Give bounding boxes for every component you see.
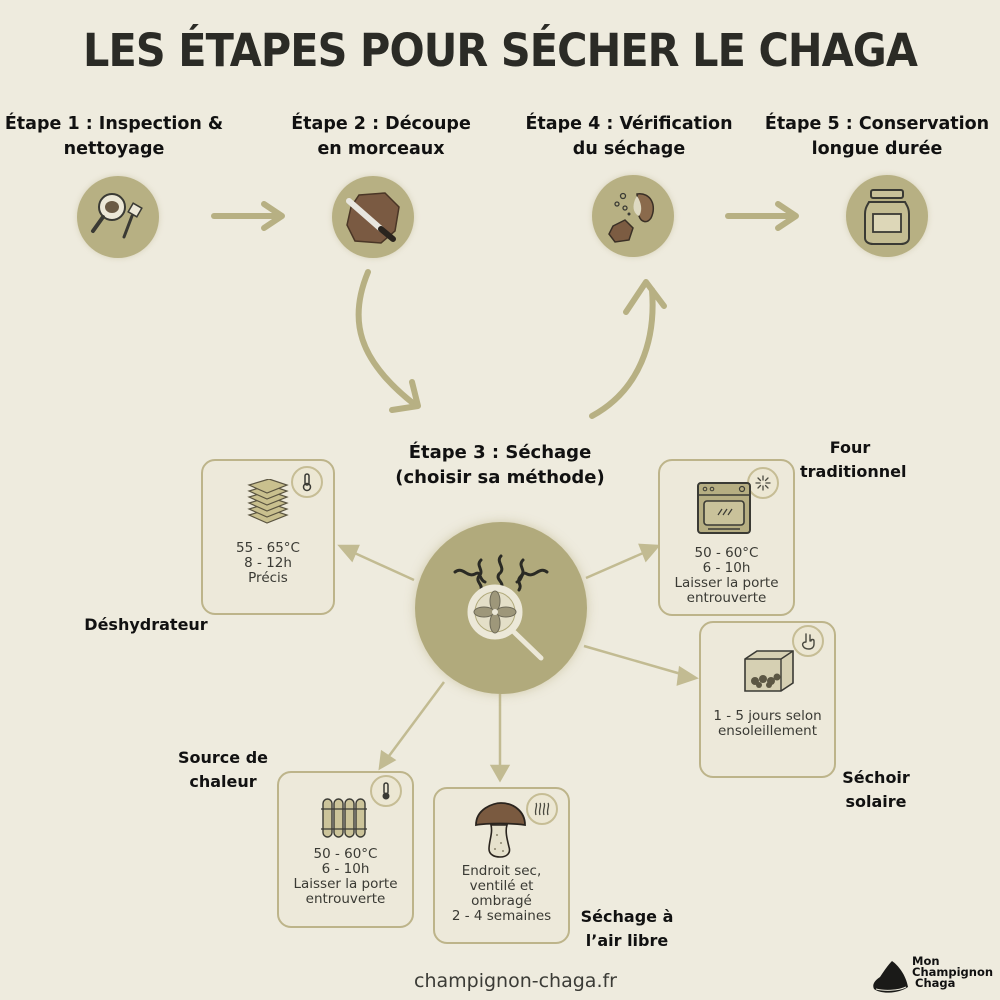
air-flow-icon [526,793,558,825]
step-3-line2: (choisir sa méthode) [395,467,605,488]
radiator-icon [321,798,367,838]
step-4-icon-circle [592,175,674,257]
air-libre-note-2: ventilé et [469,878,534,894]
four-duration: 6 - 10h [702,560,751,576]
hand-icon [792,625,824,657]
fan-icon [747,467,779,499]
air-libre-name-1: Séchage à [580,907,674,926]
four-name-1: Four [829,438,871,457]
oven-icon [697,482,751,534]
air-libre-note-1: Endroit sec, [461,863,542,879]
step-5-icon-circle [846,175,928,257]
method-card-deshydrateur: 55 - 65°C 8 - 12h Précis [201,459,335,615]
deshydrateur-temp: 55 - 65°C [236,540,300,556]
chaleur-temp: 50 - 60°C [313,846,378,862]
method-label-deshydrateur: Déshydrateur [84,615,208,634]
deshydrateur-details: 55 - 65°C 8 - 12h Précis [203,541,333,586]
step-2-line2: en morceaux [317,139,445,159]
solaire-name-2: solaire [845,792,907,811]
step-4-line2: du séchage [572,139,686,159]
four-name-2: traditionnel [800,462,907,481]
thermometer-icon [291,466,323,498]
chaleur-note-2: entrouverte [305,891,386,907]
step-4-line1: Étape 4 : Vérification [525,114,733,134]
step-1-line2: nettoyage [63,139,165,159]
dehydrator-trays-icon [247,479,289,524]
page-title: LES ÉTAPES POUR SÉCHER LE CHAGA [83,24,918,77]
step-1-icon-circle [77,176,159,258]
method-label-four: Four traditionnel [800,436,907,484]
logo-text: Mon Champignon Chaga [912,954,994,990]
deshydrateur-note: Précis [248,570,288,586]
step-1-label: Étape 1 : Inspection & nettoyage [0,112,228,162]
solar-dryer-box-icon [744,650,794,692]
air-libre-details: Endroit sec, ventilé et ombragé 2 - 4 se… [435,864,568,924]
air-libre-name-2: l’air libre [585,931,669,950]
four-details: 50 - 60°C 6 - 10h Laisser la porte entro… [660,546,793,606]
crumbling-mushroom-icon [608,192,655,243]
magnifier-brush-icon [91,193,143,239]
jar-icon [864,189,910,245]
solaire-details: 1 - 5 jours selon ensoleillement [701,709,834,739]
air-libre-duration: 2 - 4 semaines [451,908,552,924]
chaleur-name-2: chaleur [189,772,257,791]
method-card-four: 50 - 60°C 6 - 10h Laisser la porte entro… [658,459,795,616]
four-note-2: entrouverte [686,590,767,606]
step-5-label: Étape 5 : Conservation longue durée [762,112,992,162]
step-3-label: Étape 3 : Séchage (choisir sa méthode) [380,440,620,490]
knife-chaga-icon [346,192,400,244]
step-2-line1: Étape 2 : Découpe [291,114,471,134]
step-2-icon-circle [332,176,414,258]
thermometer-icon [370,775,402,807]
chaleur-note-1: Laisser la porte [293,876,398,892]
logo-line-2: Champignon [912,965,994,979]
chaga-logo-icon [873,961,908,993]
mushroom-icon [475,802,526,858]
method-label-air-libre: Séchage à l’air libre [572,905,682,953]
step-2-label: Étape 2 : Découpe en morceaux [270,112,492,162]
fan-magnifier-heat-icon [453,554,549,661]
chaleur-name-1: Source de [177,748,268,767]
method-label-chaleur: Source de chaleur [170,746,276,794]
air-libre-note-3: ombragé [471,893,532,909]
solaire-note: ensoleillement [717,723,818,739]
step-5-line1: Étape 5 : Conservation [764,114,990,134]
footer-website-link[interactable]: champignon-chaga.fr [414,970,617,992]
logo-line-3: Chaga [915,976,956,990]
chaleur-duration: 6 - 10h [321,861,370,877]
solaire-name-1: Séchoir [842,768,910,787]
brand-logo: Mon Champignon Chaga [870,953,998,997]
deshydrateur-duration: 8 - 12h [244,555,292,571]
step-5-line2: longue durée [811,139,943,159]
step-4-label: Étape 4 : Vérification du séchage [518,112,740,162]
method-card-solaire: 1 - 5 jours selon ensoleillement [699,621,836,778]
logo-line-1: Mon [912,954,940,968]
four-temp: 50 - 60°C [694,545,759,561]
step-3-hub-circle [415,522,587,694]
method-card-air-libre: Endroit sec, ventilé et ombragé 2 - 4 se… [433,787,570,944]
method-card-chaleur: 50 - 60°C 6 - 10h Laisser la porte entro… [277,771,414,928]
method-label-solaire: Séchoir solaire [830,766,922,814]
solaire-duration: 1 - 5 jours selon [713,708,822,724]
step-1-line1: Étape 1 : Inspection & [4,114,224,134]
four-note-1: Laisser la porte [674,575,779,591]
step-3-line1: Étape 3 : Séchage [408,442,592,463]
chaleur-details: 50 - 60°C 6 - 10h Laisser la porte entro… [279,847,412,907]
